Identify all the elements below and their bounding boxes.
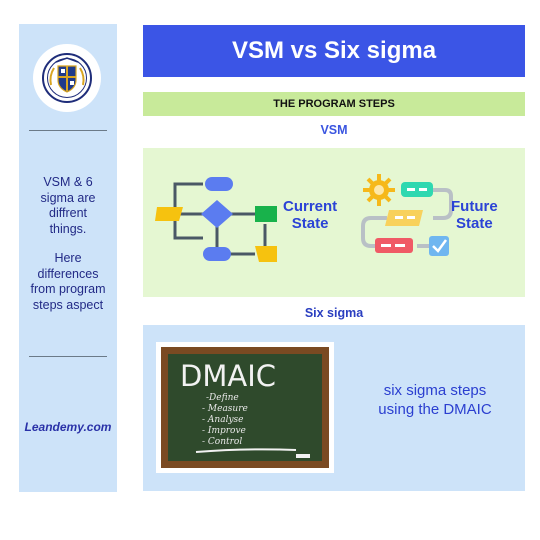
current-state-label: Current State [283,198,338,232]
board-item: - Analyse [202,415,243,425]
page-title: VSM vs Six sigma [143,25,525,77]
future-state-label: Future State [451,198,498,232]
step-card-1 [401,182,433,197]
flow-start-node [205,177,233,191]
workflow-steps-icon [361,174,453,256]
flow-process-node [255,206,277,222]
six-sigma-panel: DMAIC -Define - Measure - Analyse - Impr… [143,325,525,491]
chalkboard-image: DMAIC -Define - Measure - Analyse - Impr… [156,342,334,473]
vsm-heading: VSM [320,123,348,137]
flow-input-node [155,207,183,221]
vsm-panel: Current State Future State [143,148,525,297]
check-icon [429,236,449,256]
section-subtitle: THE PROGRAM STEPS [143,92,525,116]
board-item: - Measure [202,404,248,414]
six-sigma-heading: Six sigma [304,306,364,320]
flow-end-node [203,247,231,261]
board-item: - Improve [202,426,246,436]
six-sigma-description: six sigma steps using the DMAIC [378,382,492,418]
step-card-2 [385,210,423,226]
university-crest-logo-icon [42,53,92,103]
brand-link[interactable]: Leandemy.com [24,420,112,434]
process-flowchart-icon [155,177,277,262]
chalk-piece [296,454,310,458]
board-item: -Define [206,393,239,403]
sidebar-note-1: VSM & 6 sigma are diffrent things. [40,175,96,236]
chalkboard-surface [168,354,322,461]
sidebar-divider-bottom [29,356,107,357]
sidebar: VSM & 6 sigma are diffrent things. Here … [19,24,117,492]
flow-decision-node [201,200,233,228]
sidebar-divider-top [29,130,107,131]
sidebar-note-2: Here differences from program steps aspe… [30,251,106,312]
flow-output-node [255,246,277,262]
step-card-3 [375,238,413,253]
board-item: - Control [202,437,242,447]
logo [33,44,101,112]
board-title: DMAIC [180,359,276,393]
